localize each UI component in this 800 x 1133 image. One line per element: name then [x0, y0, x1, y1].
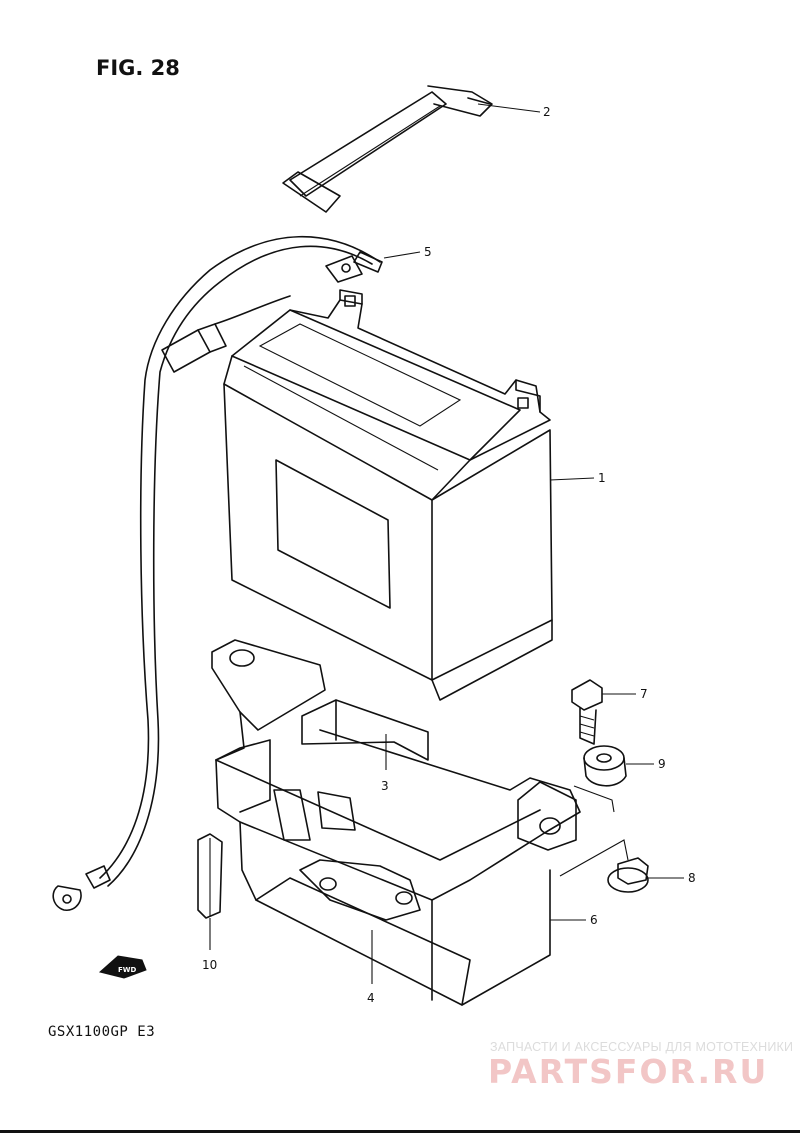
callout-10: 10 — [202, 958, 217, 972]
cushion — [301, 699, 429, 761]
callout-7: 7 — [640, 687, 648, 701]
fwd-direction-arrow: FWD — [98, 955, 147, 979]
battery-case — [211, 639, 581, 1006]
fwd-label: FWD — [118, 966, 137, 974]
callout-5: 5 — [424, 245, 432, 259]
grommet — [573, 745, 627, 813]
battery-cable — [52, 235, 383, 911]
callout-8: 8 — [688, 871, 696, 885]
battery — [223, 289, 553, 701]
callout-9: 9 — [658, 757, 666, 771]
callout-1: 1 — [598, 471, 606, 485]
callout-4: 4 — [367, 991, 375, 1005]
watermark-caption: ЗАПЧАСТИ И АКСЕССУАРЫ ДЛЯ МОТОТЕХНИКИ — [490, 1040, 794, 1054]
callout-3: 3 — [381, 779, 389, 793]
figure-title: FIG. 28 — [96, 56, 180, 80]
cushion-strip — [197, 833, 223, 919]
battery-strap — [282, 85, 493, 213]
model-code: GSX1100GP E3 — [48, 1024, 156, 1040]
callout-2: 2 — [543, 105, 551, 119]
nut — [559, 839, 649, 893]
watermark-brand: PARTSFOR.RU — [488, 1052, 769, 1091]
bolt — [571, 679, 603, 745]
callouts: 2 5 1 7 9 8 6 3 4 10 — [202, 103, 696, 1005]
callout-6: 6 — [590, 913, 598, 927]
